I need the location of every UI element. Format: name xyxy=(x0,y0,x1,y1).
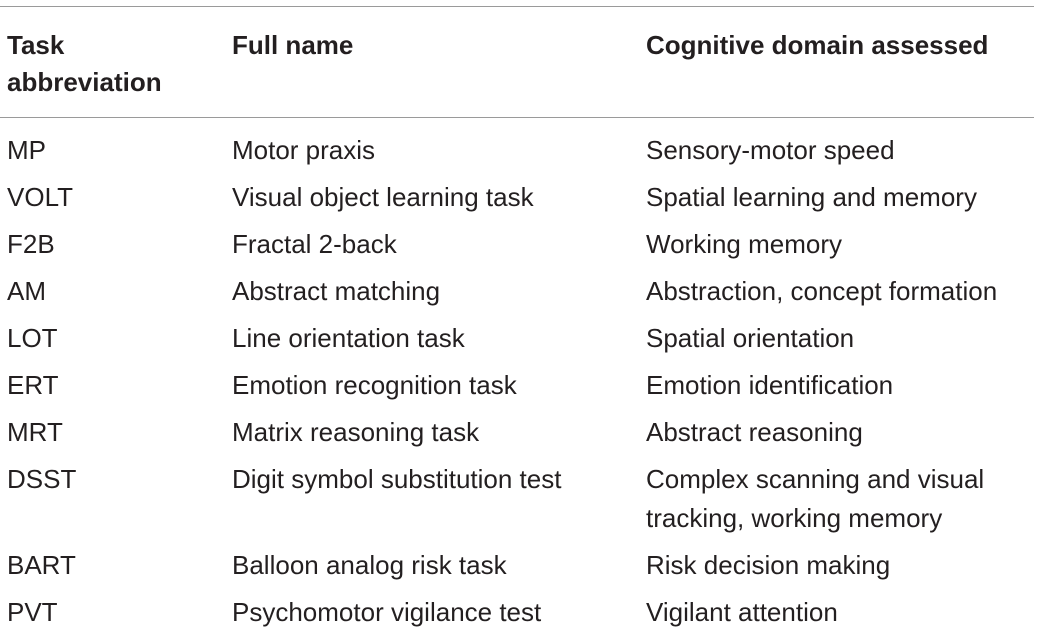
header-cognitive-domain: Cognitive domain assessed xyxy=(646,30,989,60)
cell-full-name: Emotion recognition task xyxy=(232,370,517,400)
table-row: F2B Fractal 2-back Working memory xyxy=(0,225,1040,272)
cell-full-name: Fractal 2-back xyxy=(232,229,397,259)
cell-full-name: Line orientation task xyxy=(232,323,465,353)
table-row: MRT Matrix reasoning task Abstract reaso… xyxy=(0,413,1040,460)
cell-abbreviation: F2B xyxy=(7,229,55,259)
cell-full-name: Abstract matching xyxy=(232,276,441,306)
header-abbreviation-line1: Task xyxy=(7,30,65,60)
cell-full-name: Digit symbol substitution test xyxy=(232,464,562,494)
table-top-rule xyxy=(0,6,1034,7)
table-row: MP Motor praxis Sensory-motor speed xyxy=(0,131,1040,178)
header-full-name: Full name xyxy=(232,30,354,60)
cell-abbreviation: ERT xyxy=(7,370,59,400)
table-body: MP Motor praxis Sensory-motor speed VOLT… xyxy=(0,131,1040,640)
header-abbreviation: Task abbreviation xyxy=(7,27,162,101)
cell-full-name: Balloon analog risk task xyxy=(232,550,507,580)
table-row: PVT Psychomotor vigilance test Vigilant … xyxy=(0,593,1040,640)
cell-domain: Abstract reasoning xyxy=(646,417,863,447)
cell-full-name: Visual object learning task xyxy=(232,182,534,212)
cell-abbreviation: BART xyxy=(7,550,76,580)
cell-domain: Vigilant attention xyxy=(646,597,838,627)
cell-abbreviation: AM xyxy=(7,276,46,306)
table-row: BART Balloon analog risk task Risk decis… xyxy=(0,546,1040,593)
table-row: VOLT Visual object learning task Spatial… xyxy=(0,178,1040,225)
cell-domain: Abstraction, concept formation xyxy=(646,276,998,306)
cell-full-name: Matrix reasoning task xyxy=(232,417,480,447)
cell-full-name: Motor praxis xyxy=(232,135,376,165)
cell-abbreviation: LOT xyxy=(7,323,58,353)
cell-full-name: Psychomotor vigilance test xyxy=(232,597,542,627)
cell-domain: Risk decision making xyxy=(646,550,891,580)
cell-domain: Sensory-motor speed xyxy=(646,135,895,165)
cell-domain: Emotion identification xyxy=(646,370,894,400)
table-row: ERT Emotion recognition task Emotion ide… xyxy=(0,366,1040,413)
header-bottom-rule xyxy=(0,117,1034,118)
cell-abbreviation: DSST xyxy=(7,464,77,494)
cell-abbreviation: MRT xyxy=(7,417,63,447)
table-row: LOT Line orientation task Spatial orient… xyxy=(0,319,1040,366)
cell-domain: Working memory xyxy=(646,229,843,259)
cell-domain: Spatial learning and memory xyxy=(646,182,977,212)
cell-domain: Complex scanning and visual tracking, wo… xyxy=(646,464,985,533)
cell-abbreviation: MP xyxy=(7,135,46,165)
cell-abbreviation: VOLT xyxy=(7,182,73,212)
table-row: AM Abstract matching Abstraction, concep… xyxy=(0,272,1040,319)
header-abbreviation-line2: abbreviation xyxy=(7,67,162,97)
table-row: DSST Digit symbol substitution test Comp… xyxy=(0,460,1040,546)
cell-domain: Spatial orientation xyxy=(646,323,855,353)
cell-abbreviation: PVT xyxy=(7,597,58,627)
